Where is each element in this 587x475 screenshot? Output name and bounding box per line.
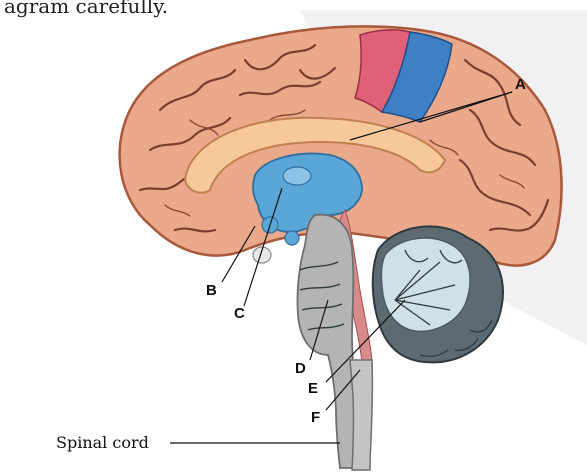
label-d: D xyxy=(295,360,306,377)
label-c: C xyxy=(234,305,245,322)
pituitary-region xyxy=(285,231,299,245)
label-f: F xyxy=(311,409,320,426)
label-a: A xyxy=(515,76,526,93)
cerebellum-arbor xyxy=(381,238,470,331)
label-b: B xyxy=(206,282,217,299)
label-spinal-cord: Spinal cord xyxy=(56,433,149,452)
pons-medulla xyxy=(297,215,357,468)
thalamus-highlight xyxy=(283,167,311,185)
label-e: E xyxy=(308,380,318,397)
spinal-cord xyxy=(350,360,372,470)
